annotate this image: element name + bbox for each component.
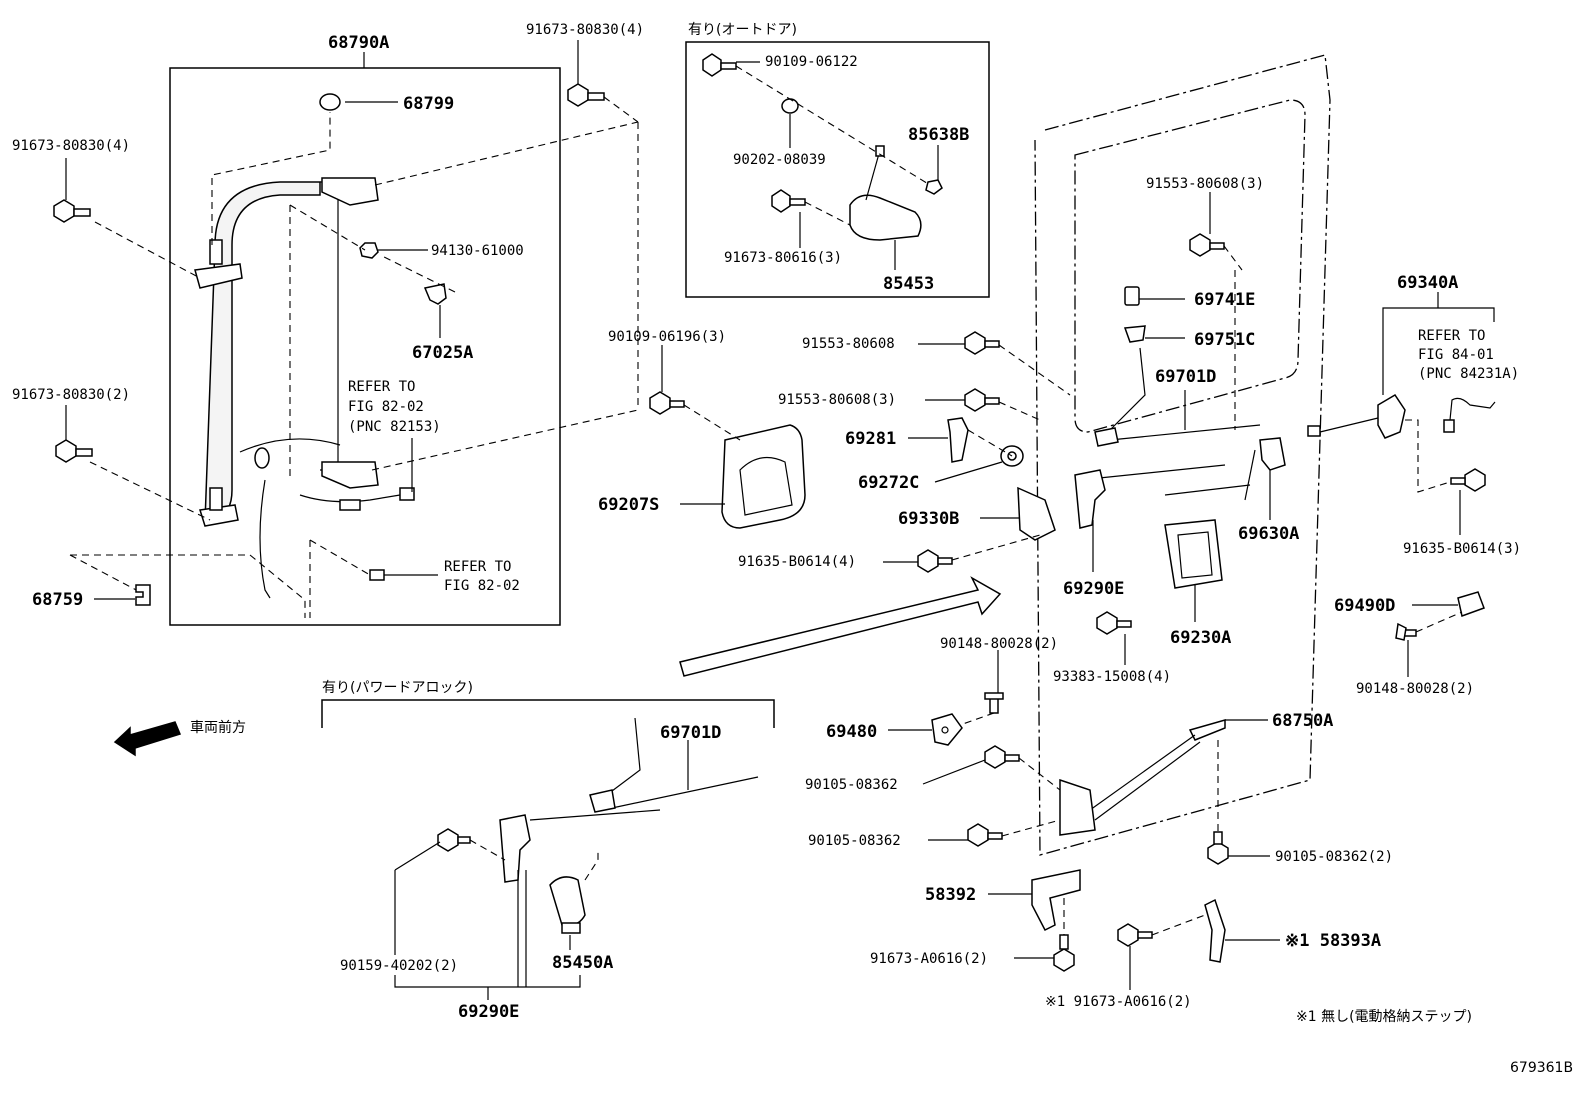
label-refer-3c: (PNC 84231A) <box>1418 366 1519 382</box>
label-69741E: 69741E <box>1194 290 1255 310</box>
label-refer-1a: REFER TO <box>348 379 415 395</box>
lower-arm-68750A <box>967 719 1229 865</box>
label-91553-80608-c: 91553-80608(3) <box>1146 176 1264 192</box>
label-69290E-a: 69290E <box>1063 579 1124 599</box>
cover-69207S <box>649 345 806 529</box>
label-90202-08039: 90202-08039 <box>733 152 826 168</box>
cable-assembly-box: 68790A <box>69 33 639 626</box>
footnote: ※1 無し(電動格納ステップ) <box>1296 1009 1472 1025</box>
direction-arrow-big <box>679 576 1002 677</box>
label-91635-B0614-3: 91635-B0614(3) <box>1403 541 1521 557</box>
label-85450A: 85450A <box>552 953 613 973</box>
label-90148-80028-right: 90148-80028(2) <box>1356 681 1474 697</box>
label-69480: 69480 <box>826 722 877 742</box>
bolt-91673-80830-left <box>53 158 91 223</box>
label-refer-3a: REFER TO <box>1418 328 1485 344</box>
striker-parts <box>931 591 1485 746</box>
label-refer-3b: FIG 84-01 <box>1418 347 1494 363</box>
label-85638B: 85638B <box>908 125 969 145</box>
cable-box-title: 68790A <box>328 33 389 53</box>
bolt-91673-80830-top <box>567 40 639 123</box>
step-58392 <box>1031 869 1226 972</box>
label-69630A: 69630A <box>1238 524 1299 544</box>
label-69490D: 69490D <box>1334 596 1395 616</box>
label-91673-80616: 91673-80616(3) <box>724 250 842 266</box>
label-91673-A0616-b: ※1 91673-A0616(2) <box>1045 994 1192 1010</box>
part-labels: 68799 91673-80830(4) 91673-80830(4) 9413… <box>12 22 1521 1022</box>
label-69701D-b: 69701D <box>660 723 721 743</box>
label-93383-15008: 93383-15008(4) <box>1053 669 1171 685</box>
label-69272C: 69272C <box>858 473 919 493</box>
label-58393A: ※1 58393A <box>1285 931 1381 951</box>
label-91673-80830-4-top: 91673-80830(4) <box>526 22 644 38</box>
label-69207S: 69207S <box>598 495 659 515</box>
label-90105-08362-a: 90105-08362 <box>805 777 898 793</box>
label-69290E-b: 69290E <box>458 1002 519 1022</box>
label-67025A: 67025A <box>412 343 473 363</box>
label-68759: 68759 <box>32 590 83 610</box>
label-90105-08362-2: 90105-08362(2) <box>1275 849 1393 865</box>
label-94130-61000: 94130-61000 <box>431 243 524 259</box>
label-refer-1c: (PNC 82153) <box>348 419 441 435</box>
label-69330B: 69330B <box>898 509 959 529</box>
label-68750A: 68750A <box>1272 711 1333 731</box>
label-69281: 69281 <box>845 429 896 449</box>
vehicle-front-arrow: 車両前方 <box>113 719 246 757</box>
vehicle-front-label: 車両前方 <box>190 719 246 736</box>
label-refer-2a: REFER TO <box>444 559 511 575</box>
label-69701D-a: 69701D <box>1155 367 1216 387</box>
label-58392: 58392 <box>925 885 976 905</box>
power-lock-title: 有り(パワードアロック) <box>322 680 473 696</box>
label-90109-06196: 90109-06196(3) <box>608 329 726 345</box>
label-85453: 85453 <box>883 274 934 294</box>
label-refer-1b: FIG 82-02 <box>348 399 424 415</box>
label-68799: 68799 <box>403 94 454 114</box>
label-91553-80608-b: 91553-80608(3) <box>778 392 896 408</box>
label-refer-2b: FIG 82-02 <box>444 578 520 594</box>
leader-lines <box>94 61 1461 990</box>
door-outline <box>1034 54 1331 856</box>
auto-door-box: 有り(オートドア) <box>685 22 990 298</box>
window-clips <box>1123 233 1243 343</box>
label-91673-80830-4-left: 91673-80830(4) <box>12 138 130 154</box>
label-91553-80608-a: 91553-80608 <box>802 336 895 352</box>
lock-69340A <box>1307 292 1496 493</box>
label-69230A: 69230A <box>1170 628 1231 648</box>
label-90159-40202: 90159-40202(2) <box>340 958 458 974</box>
auto-door-title: 有り(オートドア) <box>688 22 797 38</box>
lock-linkage <box>917 270 1286 635</box>
label-91635-B0614-4: 91635-B0614(4) <box>738 554 856 570</box>
label-90109-06122: 90109-06122 <box>765 54 858 70</box>
bolt-91673-80830-lower <box>55 405 93 463</box>
label-91673-80830-2: 91673-80830(2) <box>12 387 130 403</box>
label-90148-80028-center: 90148-80028(2) <box>940 636 1058 652</box>
clip-68759 <box>135 584 151 606</box>
label-69340A: 69340A <box>1397 273 1458 293</box>
label-69751C: 69751C <box>1194 330 1255 350</box>
label-90105-08362-b: 90105-08362 <box>808 833 901 849</box>
diagram-id: 679361B <box>1510 1060 1573 1076</box>
power-lock-group: 有り(パワードアロック) <box>321 680 775 1000</box>
label-91673-A0616-a: 91673-A0616(2) <box>870 951 988 967</box>
